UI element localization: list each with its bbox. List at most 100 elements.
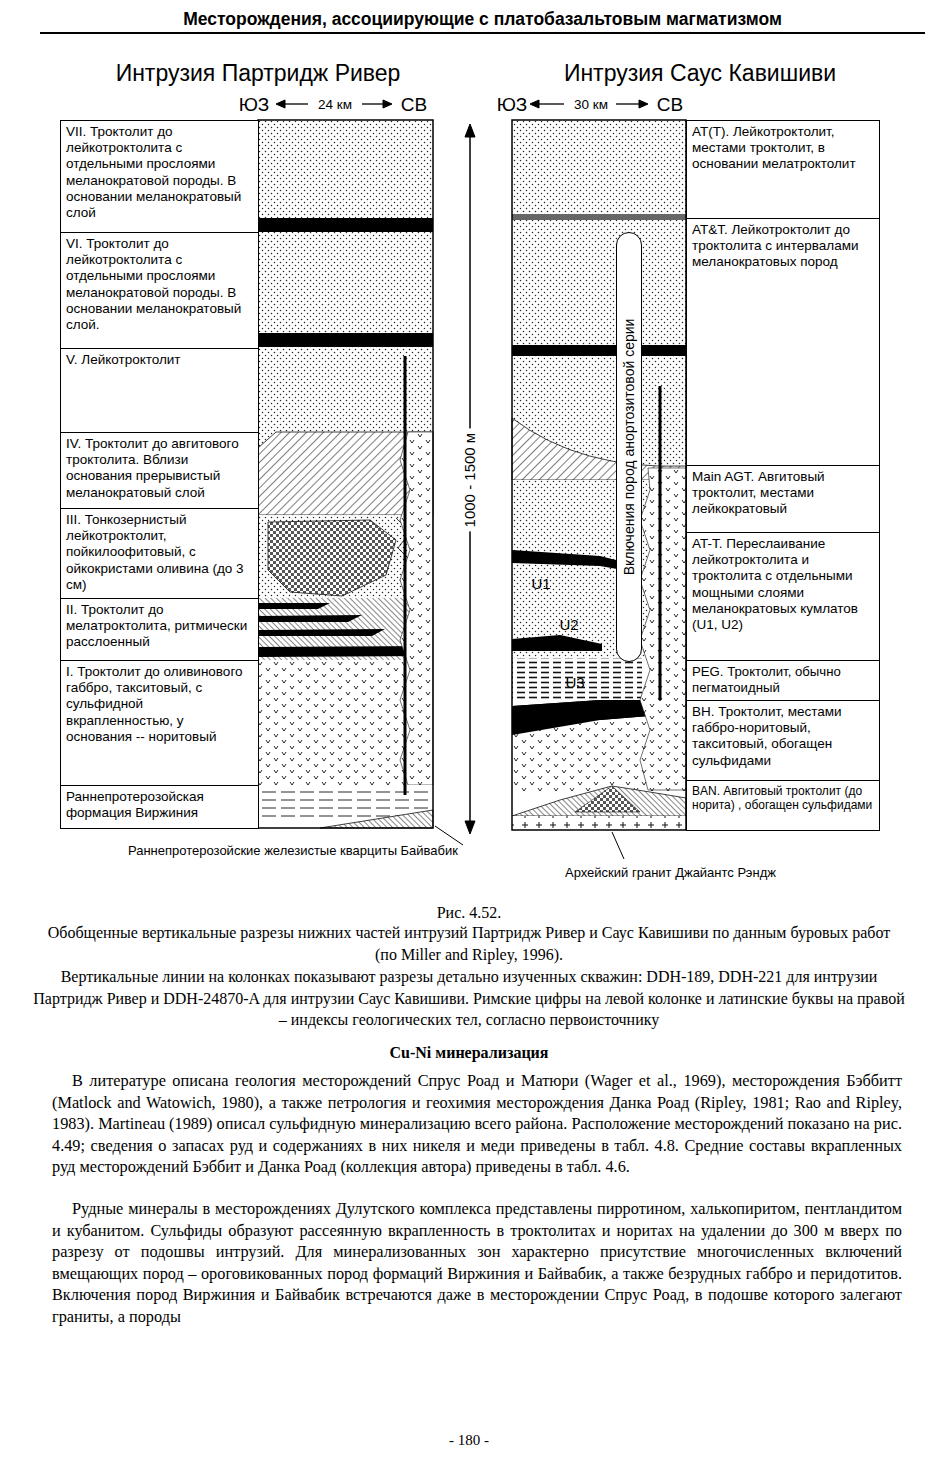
box-text-area: V. Лейкотроктолит xyxy=(61,349,258,371)
box-text-area: VII. Троктолит до лейкотроктолита с отде… xyxy=(61,121,258,224)
layer-description-box: V. Лейкотроктолит xyxy=(60,348,259,433)
box-text-area: PEG. Троктолит, обычно пегматоидный xyxy=(687,661,879,699)
direction-arrows-part xyxy=(362,103,386,104)
partridge-column-part xyxy=(268,520,396,596)
layer-description: II. Троктолит до мелатроктолита, ритмиче… xyxy=(66,602,253,651)
partridge-column-part xyxy=(258,629,385,636)
kawishiwi-column-part xyxy=(659,386,662,700)
kawishiwi-column-part xyxy=(575,786,640,812)
partridge-column-part xyxy=(258,615,362,622)
partridge-column-part xyxy=(258,603,330,609)
layer-description-box: AT&T. Лейкотроктолит до троктолита с инт… xyxy=(686,218,880,466)
kawishiwi-column xyxy=(512,120,686,830)
layer-description: V. Лейкотроктолит xyxy=(66,352,253,368)
partridge-column-part xyxy=(258,120,433,828)
column-heading: Интрузия Партридж Ривер xyxy=(40,58,476,89)
layer-description-box: AT-T. Переслаивание лейкотроктолита и тр… xyxy=(686,532,880,661)
unit-label: U2 xyxy=(552,615,586,635)
partridge-column-part xyxy=(258,120,433,218)
partridge-column-part xyxy=(320,810,433,828)
box-text-area: AT(T). Лейкотроктолит, местами троктолит… xyxy=(687,121,879,176)
layer-description-box: AT(T). Лейкотроктолит, местами троктолит… xyxy=(686,120,880,219)
section-heading: Cu-Ni минерализация xyxy=(40,1042,898,1064)
direction-arrows-part xyxy=(276,100,285,108)
thickness-label: 1000 - 1500 м xyxy=(458,429,482,532)
direction-arrows-part xyxy=(383,100,392,108)
box-text-area: AT&T. Лейкотроктолит до троктолита с инт… xyxy=(687,219,879,274)
layer-description-box: Раннепротерозойская формация Виржиния xyxy=(60,785,259,829)
layer-description-box: BAN. Авгитовый троктолит (до норита) , о… xyxy=(686,780,880,831)
kawishiwi-column-part xyxy=(512,214,686,220)
layer-description: BAN. Авгитовый троктолит (до норита) , о… xyxy=(692,784,874,813)
box-text-area: IV. Троктолит до авгитового троктолита. … xyxy=(61,433,258,504)
kawishiwi-column-part xyxy=(512,345,686,356)
formation-note: Архейский гранит Джайантс Рэндж xyxy=(565,864,885,882)
page-number: - 180 - xyxy=(369,1430,569,1450)
direction-arrows-part xyxy=(536,103,564,104)
kawishiwi-column-part xyxy=(512,786,686,816)
layer-description: III. Тонкозернистый лейкотроктолит, пойк… xyxy=(66,512,253,593)
leader-lines-part xyxy=(612,832,624,859)
box-text-area: I. Троктолит до оливинового габбро, такс… xyxy=(61,661,258,748)
layer-description: IV. Троктолит до авгитового троктолита. … xyxy=(66,436,253,501)
direction-label: ЮЗ xyxy=(490,92,534,118)
layer-description: PEG. Троктолит, обычно пегматоидный xyxy=(692,664,874,696)
layer-description: AT&T. Лейкотроктолит до троктолита с инт… xyxy=(692,222,874,271)
figure-note: Вертикальные линии на колонках показываю… xyxy=(30,966,908,1031)
partridge-column-part xyxy=(258,232,433,333)
layer-description: VI. Троктолит до лейкотроктолита с отдел… xyxy=(66,236,253,333)
box-text-area: VI. Троктолит до лейкотроктолита с отдел… xyxy=(61,233,258,336)
layer-description-box: IV. Троктолит до авгитового троктолита. … xyxy=(60,432,259,509)
unit-label: U1 xyxy=(524,574,558,594)
layer-description-box: II. Троктолит до мелатроктолита, ритмиче… xyxy=(60,598,259,661)
kawishiwi-column-part xyxy=(512,816,686,830)
layer-description-box: VII. Троктолит до лейкотроктолита с отде… xyxy=(60,120,259,233)
figure-number: Рис. 4.52. xyxy=(40,902,898,924)
layer-description-box: VI. Троктолит до лейкотроктолита с отдел… xyxy=(60,232,259,349)
partridge-column-part xyxy=(262,792,428,816)
leader-lines-part xyxy=(435,826,463,845)
layer-description-box: III. Тонкозернистый лейкотроктолит, пойк… xyxy=(60,508,259,599)
direction-label: ЮЗ xyxy=(232,92,276,118)
header-rule xyxy=(40,32,925,34)
band-label: Включения пород анортозитовой серии xyxy=(621,319,637,576)
layer-description: Main AGT. Авгитовый троктолит, местами л… xyxy=(692,469,874,518)
direction-arrows-part xyxy=(530,100,539,108)
partridge-column-part xyxy=(258,218,433,232)
kawishiwi-column-part xyxy=(640,468,686,790)
figure-caption: Обобщенные вертикальные разрезы нижних ч… xyxy=(40,922,898,965)
direction-arrows-part xyxy=(639,100,648,108)
layer-description: VII. Троктолит до лейкотроктолита с отде… xyxy=(66,124,253,221)
layer-description: AT(T). Лейкотроктолит, местами троктолит… xyxy=(692,124,874,173)
scale-bar-part xyxy=(465,124,475,137)
box-text-area: Раннепротерозойская формация Виржиния xyxy=(61,786,258,824)
layer-description-box: I. Троктолит до оливинового габбро, такс… xyxy=(60,660,259,786)
box-text-area: Main AGT. Авгитовый троктолит, местами л… xyxy=(687,466,879,521)
partridge-column-part xyxy=(404,356,407,795)
body-paragraph: В литературе описана геология месторожде… xyxy=(52,1070,902,1178)
box-text-area: BAN. Авгитовый троктолит (до норита) , о… xyxy=(687,781,879,816)
direction-label: СВ xyxy=(648,92,692,118)
partridge-column xyxy=(258,120,433,828)
leader-lines xyxy=(435,826,624,859)
box-text-area: BH. Троктолит, местами габбро-норитовый,… xyxy=(687,701,879,772)
direction-arrows-part xyxy=(616,103,642,104)
distance-label: 30 км xyxy=(566,96,616,114)
inclusion-band: Включения пород анортозитовой серии xyxy=(616,232,642,662)
formation-note: Раннепротерозойские железистые кварциты … xyxy=(120,842,458,860)
scale-bar-part xyxy=(465,821,475,834)
layer-description: AT-T. Переслаивание лейкотроктолита и тр… xyxy=(692,536,874,633)
layer-description: Раннепротерозойская формация Виржиния xyxy=(66,789,253,821)
distance-label: 24 км xyxy=(310,96,360,114)
kawishiwi-column-part xyxy=(512,658,642,700)
body-paragraph: Рудные минералы в месторождениях Дулутск… xyxy=(52,1198,902,1327)
box-text-area: II. Троктолит до мелатроктолита, ритмиче… xyxy=(61,599,258,654)
direction-label: СВ xyxy=(392,92,436,118)
kawishiwi-column-part xyxy=(512,635,602,651)
running-header: Месторождения, ассоциирующие с платобаза… xyxy=(40,9,925,30)
direction-arrows-part xyxy=(282,103,308,104)
unit-label: U3 xyxy=(558,673,592,693)
box-text-area: III. Тонкозернистый лейкотроктолит, пойк… xyxy=(61,509,258,596)
box-text-area: AT-T. Переслаивание лейкотроктолита и тр… xyxy=(687,533,879,636)
